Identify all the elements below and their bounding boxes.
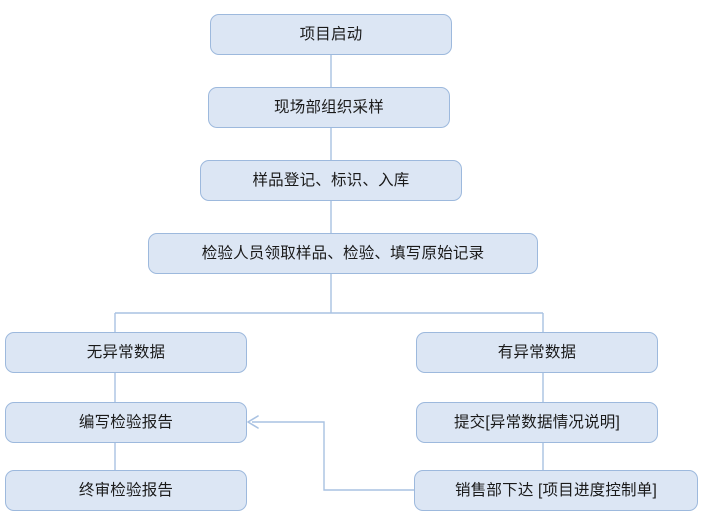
node-label-no-abnormal-data: 无异常数据 <box>86 343 166 361</box>
node-label-inspection-record: 检验人员领取样品、检验、填写原始记录 <box>201 244 485 262</box>
node-sales-control-sheet[interactable]: 销售部下达 [项目进度控制单] <box>414 470 698 511</box>
node-has-abnormal-data[interactable]: 有异常数据 <box>416 332 658 373</box>
node-label-final-report: 终审检验报告 <box>78 481 174 499</box>
arrowhead-icon <box>247 415 259 429</box>
node-label-has-abnormal-data: 有异常数据 <box>497 343 577 361</box>
node-submit-abnormal-note[interactable]: 提交[异常数据情况说明] <box>416 402 658 443</box>
node-sample-registration[interactable]: 样品登记、标识、入库 <box>200 160 462 201</box>
node-final-report[interactable]: 终审检验报告 <box>5 470 247 511</box>
node-label-submit-abnormal-note: 提交[异常数据情况说明] <box>453 413 620 431</box>
node-site-sampling[interactable]: 现场部组织采样 <box>208 87 450 128</box>
node-label-sales-control-sheet: 销售部下达 [项目进度控制单] <box>455 481 657 499</box>
node-label-project-start: 项目启动 <box>299 25 363 43</box>
node-project-start[interactable]: 项目启动 <box>210 14 452 55</box>
node-label-sample-registration: 样品登记、标识、入库 <box>252 171 410 189</box>
node-draft-report[interactable]: 编写检验报告 <box>5 402 247 443</box>
node-label-site-sampling: 现场部组织采样 <box>274 98 384 116</box>
connector-sales-feedback-to-draft <box>252 421 414 491</box>
node-inspection-record[interactable]: 检验人员领取样品、检验、填写原始记录 <box>148 233 538 274</box>
node-label-draft-report: 编写检验报告 <box>78 413 174 431</box>
node-no-abnormal-data[interactable]: 无异常数据 <box>5 332 247 373</box>
